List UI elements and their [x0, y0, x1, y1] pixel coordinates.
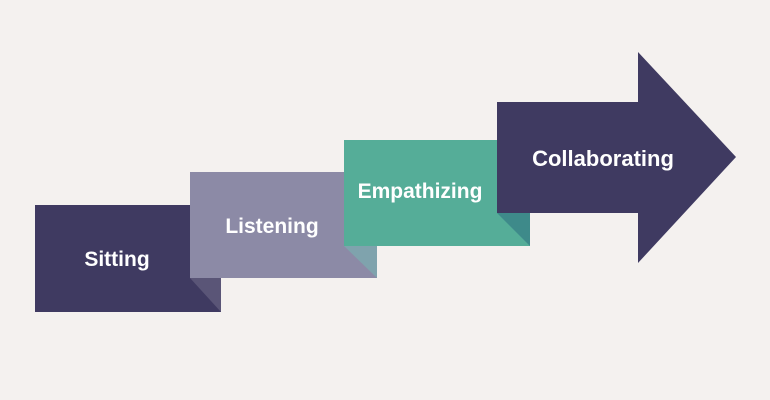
- step-empathizing-label: Empathizing: [358, 180, 483, 203]
- step-collaborating-label: Collaborating: [532, 146, 674, 171]
- step-sitting-label: Sitting: [84, 248, 149, 271]
- step-listening-label: Listening: [225, 215, 318, 238]
- step-empathizing-fold: [344, 246, 377, 278]
- step-collaborating-arrow: [497, 52, 736, 263]
- step-collaborating-fold: [497, 213, 530, 246]
- step-collaborating: Collaborating: [497, 52, 736, 263]
- step-listening-fold: [190, 278, 221, 312]
